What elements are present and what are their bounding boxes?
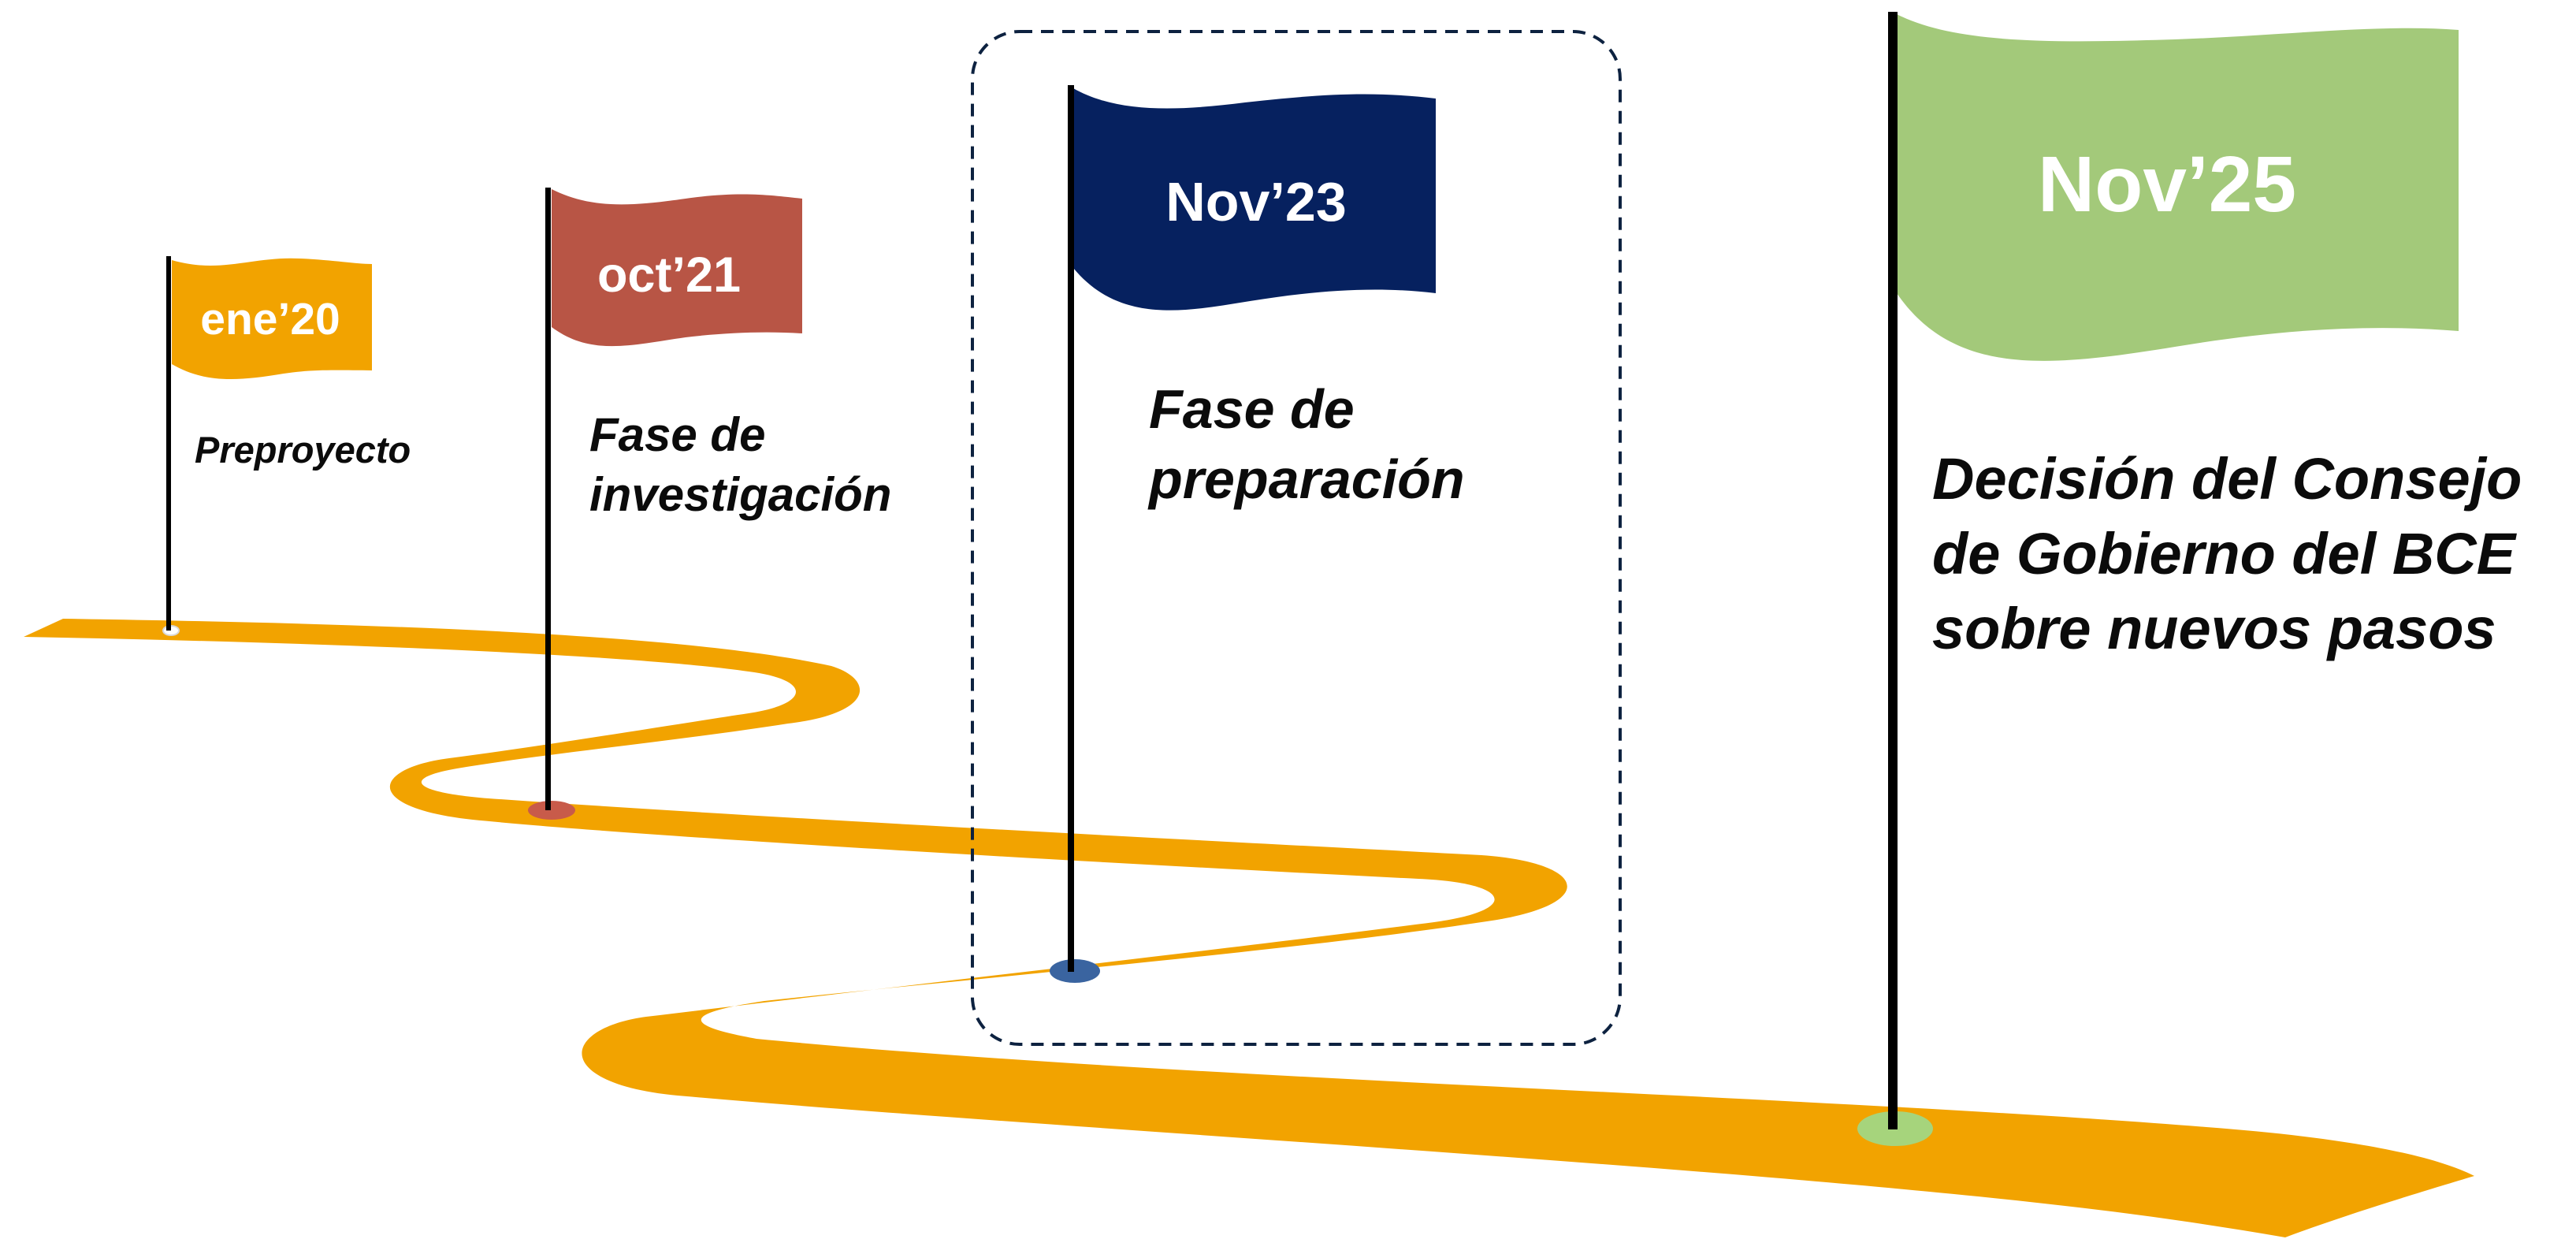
highlight-frame	[971, 30, 1622, 1046]
milestone-caption: Preproyecto	[195, 429, 411, 471]
winding-road	[24, 619, 2474, 1237]
milestone-nov25: Nov’25 Decisión del Consejo de Gobierno …	[1857, 12, 2538, 1146]
caption-line: Decisión del Consejo	[1932, 446, 2522, 512]
caption-line: investigación	[589, 468, 891, 521]
caption-line: sobre nuevos pasos	[1932, 596, 2496, 661]
milestone-caption: Fase de preparación	[1147, 378, 1465, 510]
milestone-caption: Decisión del Consejo de Gobierno del BCE…	[1932, 446, 2538, 661]
milestone-nov23: Nov’23 Fase de preparación	[1050, 85, 1465, 983]
milestone-oct21: oct’21 Fase de investigación	[528, 188, 891, 820]
caption-line: de Gobierno del BCE	[1932, 521, 2518, 586]
flag-date-label: Nov’25	[2038, 140, 2296, 229]
flag-pole	[545, 188, 551, 810]
caption-line: preparación	[1147, 448, 1465, 510]
flag-base-marker	[1050, 959, 1100, 983]
flag-date-label: ene’20	[200, 294, 340, 344]
caption-line: Preproyecto	[195, 429, 411, 471]
caption-line: Fase de	[1149, 378, 1355, 440]
milestone-caption: Fase de investigación	[589, 408, 891, 521]
flag-pole	[1888, 12, 1898, 1129]
milestone-ene20: ene’20 Preproyecto	[162, 256, 411, 636]
caption-line: Fase de	[589, 408, 765, 461]
flag-base-marker	[528, 801, 575, 820]
flag-2020	[172, 258, 372, 380]
flag-2021	[552, 189, 802, 347]
flag-2025	[1897, 14, 2459, 361]
flag-pole	[166, 256, 171, 631]
flag-pole	[1068, 85, 1074, 972]
flag-date-label: oct’21	[597, 247, 741, 303]
flag-2023	[1073, 88, 1436, 311]
flag-date-label: Nov’23	[1165, 171, 1347, 233]
